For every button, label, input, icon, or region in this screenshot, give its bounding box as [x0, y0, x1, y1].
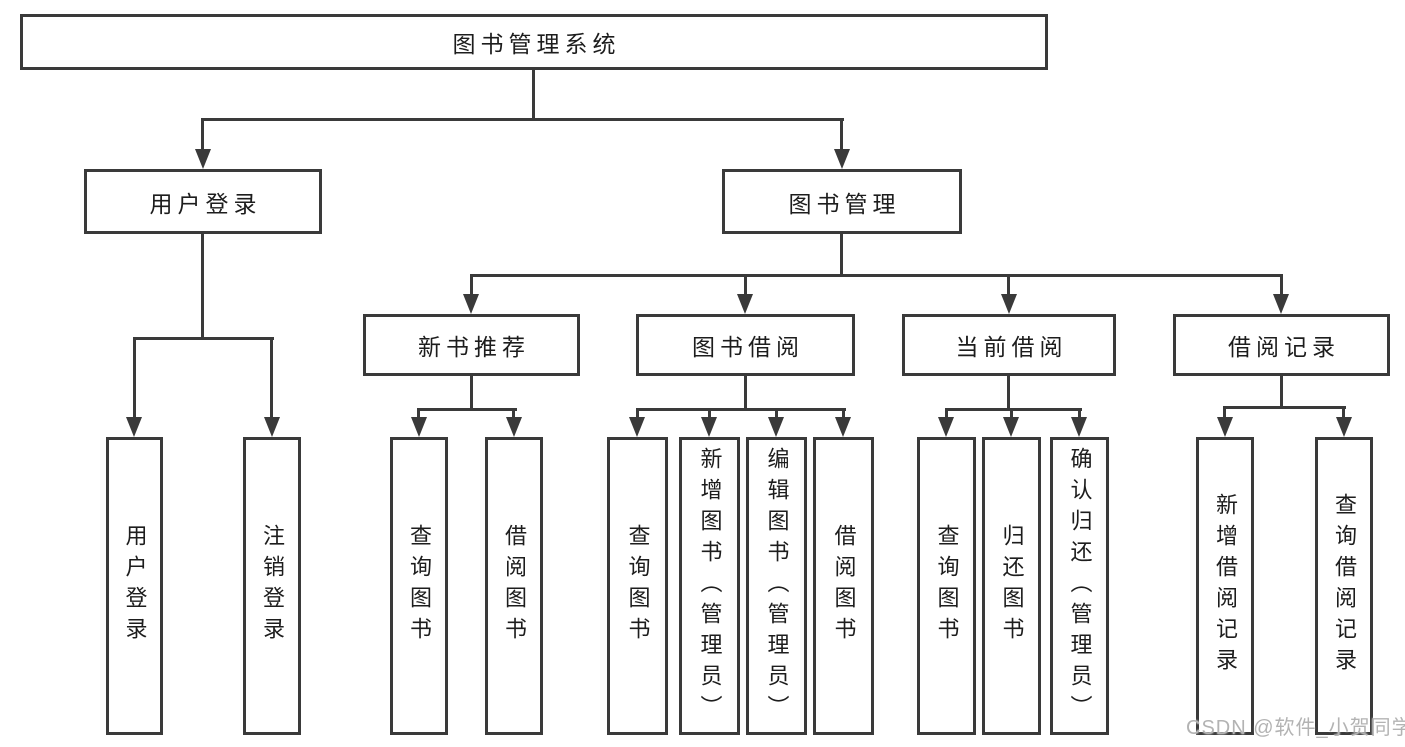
arrowhead-down-icon	[1217, 417, 1233, 437]
node-new-book-recommend: 新书推荐	[363, 314, 580, 376]
arrowhead-down-icon	[463, 294, 479, 314]
arrowhead-down-icon	[264, 417, 280, 437]
connector-drop-leaf-logout	[270, 337, 273, 418]
connector-level1-branch	[201, 118, 844, 121]
connector-drop	[417, 408, 420, 419]
watermark-text: CSDN @软件_小贺同学	[1186, 717, 1405, 739]
connector-new-book-branch	[417, 408, 517, 411]
leaf-query-books-recommend-label: 查询图书	[407, 524, 432, 648]
leaf-logout: 注销登录	[243, 437, 301, 735]
connector-level2-branch	[470, 274, 1283, 277]
arrowhead-down-icon	[411, 417, 427, 437]
arrowhead-down-icon	[1001, 294, 1017, 314]
connector-drop	[945, 408, 948, 419]
connector-current-borrow-branch	[945, 408, 1082, 411]
node-root: 图书管理系统	[20, 14, 1048, 70]
connector-drop	[512, 408, 515, 419]
connector-drop	[1078, 408, 1081, 419]
leaf-confirm-return-admin: 确认归还（管理员）	[1050, 437, 1109, 735]
leaf-query-borrow-record: 查询借阅记录	[1315, 437, 1373, 735]
connector-drop-borrow-records	[1280, 274, 1283, 296]
connector-drop	[842, 408, 845, 419]
leaf-query-books-borrow-label: 查询图书	[625, 524, 651, 648]
node-book-borrow-label: 图书借阅	[692, 334, 804, 360]
arrowhead-down-icon	[1336, 417, 1352, 437]
connector-borrow-records-branch	[1223, 406, 1346, 409]
leaf-borrow-books: 借阅图书	[813, 437, 874, 735]
connector-book-management-stem	[840, 234, 843, 274]
connector-drop	[1342, 406, 1345, 419]
connector-drop-user-login	[201, 118, 204, 150]
arrowhead-down-icon	[1003, 417, 1019, 437]
arrowhead-down-icon	[938, 417, 954, 437]
connector-drop-book-management	[840, 118, 843, 150]
connector-current-borrow-stem	[1007, 376, 1010, 408]
leaf-logout-label: 注销登录	[260, 524, 285, 648]
connector-user-login-stem	[201, 234, 204, 337]
leaf-edit-book-admin: 编辑图书（管理员）	[746, 437, 807, 735]
connector-drop-leaf-user-login	[133, 337, 136, 418]
leaf-borrow-books-recommend: 借阅图书	[485, 437, 543, 735]
leaf-add-borrow-record: 新增借阅记录	[1196, 437, 1254, 735]
leaf-borrow-books-recommend-label: 借阅图书	[502, 524, 527, 648]
node-user-login: 用户登录	[84, 169, 322, 234]
arrowhead-down-icon	[506, 417, 522, 437]
arrowhead-down-icon	[629, 417, 645, 437]
node-book-borrow: 图书借阅	[636, 314, 855, 376]
node-user-login-label: 用户登录	[149, 190, 262, 217]
node-current-borrow: 当前借阅	[902, 314, 1116, 376]
leaf-return-books-label: 归还图书	[999, 524, 1025, 648]
leaf-return-books: 归还图书	[982, 437, 1041, 735]
leaf-borrow-books-label: 借阅图书	[831, 524, 857, 648]
leaf-add-book-admin: 新增图书（管理员）	[679, 437, 740, 735]
connector-drop	[708, 408, 711, 419]
connector-drop-new-book	[470, 274, 473, 296]
node-borrow-records-label: 借阅记录	[1228, 334, 1340, 360]
node-borrow-records: 借阅记录	[1173, 314, 1390, 376]
arrowhead-down-icon	[701, 417, 717, 437]
leaf-confirm-return-admin-label: 确认归还（管理员）	[1067, 446, 1093, 726]
node-root-label: 图书管理系统	[452, 31, 621, 57]
leaf-add-book-admin-label: 新增图书（管理员）	[697, 446, 723, 726]
connector-root-stem	[532, 70, 535, 118]
node-book-management: 图书管理	[722, 169, 962, 234]
node-book-management-label: 图书管理	[788, 190, 901, 217]
leaf-query-books-borrow: 查询图书	[607, 437, 668, 735]
connector-user-login-branch	[133, 337, 274, 340]
leaf-edit-book-admin-label: 编辑图书（管理员）	[764, 446, 790, 726]
leaf-add-borrow-record-label: 新增借阅记录	[1213, 493, 1238, 679]
arrowhead-down-icon	[1273, 294, 1289, 314]
leaf-user-login: 用户登录	[106, 437, 163, 735]
arrowhead-down-icon	[1071, 417, 1087, 437]
connector-new-book-stem	[470, 376, 473, 408]
connector-drop	[1223, 406, 1226, 419]
arrowhead-down-icon	[737, 294, 753, 314]
connector-drop	[1010, 408, 1013, 419]
connector-drop-book-borrow	[744, 274, 747, 296]
leaf-query-books-current: 查询图书	[917, 437, 976, 735]
connector-drop-current-borrow	[1007, 274, 1010, 296]
connector-drop	[775, 408, 778, 419]
arrowhead-down-icon	[768, 417, 784, 437]
arrowhead-down-icon	[126, 417, 142, 437]
leaf-query-books-current-label: 查询图书	[934, 524, 960, 648]
leaf-user-login-label: 用户登录	[122, 524, 148, 648]
arrowhead-down-icon	[835, 417, 851, 437]
connector-book-borrow-stem	[744, 376, 747, 408]
leaf-query-borrow-record-label: 查询借阅记录	[1332, 493, 1357, 679]
node-current-borrow-label: 当前借阅	[955, 334, 1068, 360]
connector-drop	[636, 408, 639, 419]
arrowhead-down-icon	[834, 149, 850, 169]
connector-book-borrow-branch	[636, 408, 846, 411]
node-new-book-recommend-label: 新书推荐	[418, 334, 530, 360]
arrowhead-down-icon	[195, 149, 211, 169]
leaf-query-books-recommend: 查询图书	[390, 437, 448, 735]
connector-borrow-records-stem	[1280, 376, 1283, 406]
